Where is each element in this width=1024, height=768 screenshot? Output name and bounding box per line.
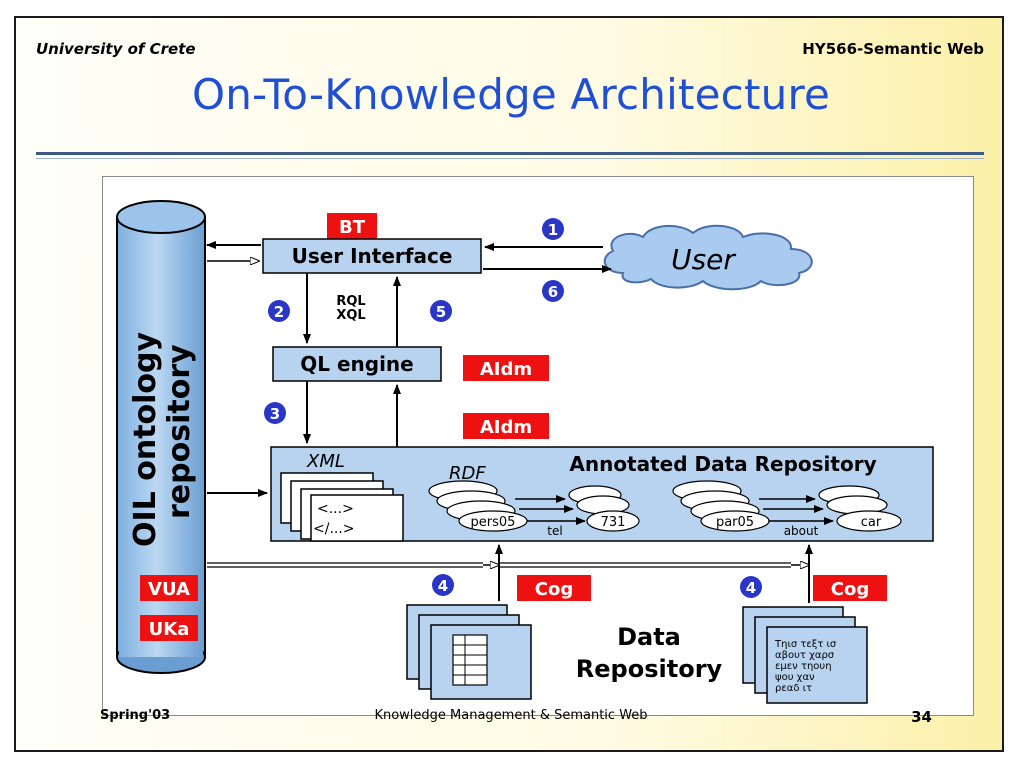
title-divider-thin [36, 158, 984, 159]
step-6: 6 [548, 283, 558, 301]
data-repository-line2: Repository [576, 655, 723, 683]
annotated-repo-label: Annotated Data Repository [569, 452, 876, 476]
title-divider [36, 152, 984, 155]
architecture-diagram: OIL ontology repository VUA UKa BT User … [102, 176, 974, 716]
oil-ontology-cylinder: OIL ontology repository [116, 200, 206, 674]
rdf-graph-1 [428, 480, 640, 532]
rdf-graph-2 [672, 480, 902, 532]
rdf-edge-tel: tel [547, 524, 562, 538]
slide: University of Crete HY566-Semantic Web O… [14, 16, 1004, 752]
header-university: University of Crete [36, 40, 196, 58]
slide-title: On-To-Knowledge Architecture [191, 70, 831, 119]
doc-text-line1: Τηισ τεξτ ισ [774, 639, 837, 650]
rdf-node-731: 731 [601, 515, 626, 530]
partner-aidm-1: AIdm [480, 359, 532, 380]
partner-uka: UKa [149, 619, 190, 640]
page-number: 34 [911, 708, 932, 726]
data-documents-text [742, 606, 868, 704]
partner-vua: VUA [148, 579, 190, 600]
partner-cog-2: Cog [831, 579, 869, 600]
user-label: User [671, 243, 736, 276]
user-interface-box [262, 238, 482, 274]
partner-cog-1: Cog [535, 579, 573, 600]
repository-label-line2: repository [162, 344, 197, 519]
step-1: 1 [548, 221, 558, 239]
step-4a: 4 [438, 577, 448, 595]
step-3: 3 [270, 405, 280, 423]
footer-course-title: Knowledge Management & Semantic Web [374, 708, 648, 723]
data-repository-line1: Data [617, 623, 681, 651]
ql-engine-box [272, 346, 442, 382]
rdf-node-car: car [861, 515, 882, 530]
query-language-rql: RQL [336, 294, 365, 309]
data-documents-table [406, 604, 532, 700]
xml-tag-close: </...> [313, 521, 355, 537]
step-5: 5 [436, 303, 446, 321]
user-cloud: User [603, 224, 813, 291]
rdf-edge-about: about [784, 524, 819, 538]
rdf-node-pers05: pers05 [471, 515, 516, 530]
step-2: 2 [274, 303, 284, 321]
partner-aidm-2: AIdm [480, 417, 532, 438]
rdf-node-par05: par05 [716, 515, 754, 530]
rdf-label: RDF [449, 463, 486, 484]
xml-tag-open: <...> [317, 501, 354, 517]
user-interface-label: User Interface [292, 244, 453, 268]
doc-text-line4: ψου χαν [775, 672, 815, 683]
ql-engine-label: QL engine [300, 352, 414, 376]
doc-text-line5: ρεαδ ιτ [775, 683, 812, 694]
xml-documents [280, 472, 404, 542]
footer-term: Spring'03 [100, 708, 171, 723]
partner-bt: BT [339, 217, 366, 238]
step-4b: 4 [746, 579, 756, 597]
query-language-xql: XQL [336, 308, 365, 323]
xml-label: XML [306, 451, 345, 472]
doc-text-line3: εμεν τηουη [775, 661, 832, 672]
header-course: HY566-Semantic Web [802, 40, 984, 58]
repository-label-line1: OIL ontology [128, 331, 163, 547]
doc-text-line2: αβουτ χαρσ [775, 650, 835, 661]
